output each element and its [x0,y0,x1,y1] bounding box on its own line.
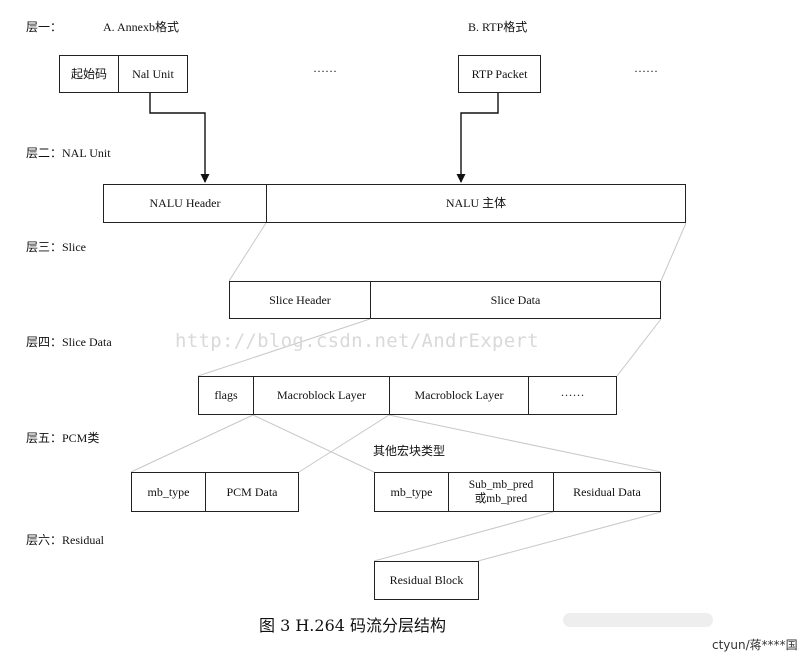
expand-line-slicedata-left [197,318,371,377]
layer6-label: 层六：Residual [26,533,104,547]
watermark-text: http://blog.csdn.net/AndrExpert [175,330,539,352]
source-credit: ctyun/蒋****国 [712,638,798,652]
residual-block-box: Residual Block [374,561,479,600]
ellipsis-annexb: ······ [313,64,337,78]
other-mb-type-box: mb_type [374,472,449,512]
nalu-header-box: NALU Header [103,184,267,223]
expand-line-slicedata-right [616,318,662,377]
macroblock-layer-box-2: Macroblock Layer [389,376,529,415]
nalu-body-box: NALU 主体 [266,184,686,223]
start-code-box: 起始码 [59,55,119,93]
expand-line-other-left [252,414,375,473]
other-mb-types-label: 其他宏块类型 [373,444,446,458]
pcm-data-box: PCM Data [205,472,299,512]
rtp-packet-box: RTP Packet [458,55,541,93]
arrow-nal-unit-to-nalu-header [149,93,210,183]
ellipsis-box: ······ [528,376,617,415]
arrow-rtp-packet-to-nalu-body [456,93,499,183]
ellipsis-rtp: ······ [634,64,658,78]
slice-header-box: Slice Header [229,281,371,319]
expand-line-slice-right [660,222,687,282]
sub-mb-pred-box: Sub_mb_pred 或mb_pred [448,472,554,512]
residual-data-box: Residual Data [553,472,661,512]
layer3-label: 层三：Slice [26,240,86,254]
rtp-format-label: B. RTP格式 [468,20,528,34]
layer5-label: 层五：PCM类 [26,431,100,445]
layer4-label: 层四：Slice Data [26,335,112,349]
layer2-label: 层二：NAL Unit [26,146,111,160]
expand-line-residual-left [373,511,554,562]
macroblock-layer-box-1: Macroblock Layer [253,376,390,415]
annexb-format-label: A. Annexb格式 [103,20,179,34]
figure-caption: 图 3 H.264 码流分层结构 [259,616,447,635]
expand-line-pcm-right [298,414,390,473]
pcm-mb-type-box: mb_type [131,472,206,512]
expand-line-residual-right [477,511,662,562]
blur-artifact [563,613,713,627]
slice-data-box: Slice Data [370,281,661,319]
flags-box: flags [198,376,254,415]
expand-line-other-right [388,414,662,473]
layer1-label: 层一： [26,20,63,34]
expand-line-pcm-left [130,414,254,473]
nal-unit-box: Nal Unit [118,55,188,93]
expand-line-slice-left [228,222,267,282]
